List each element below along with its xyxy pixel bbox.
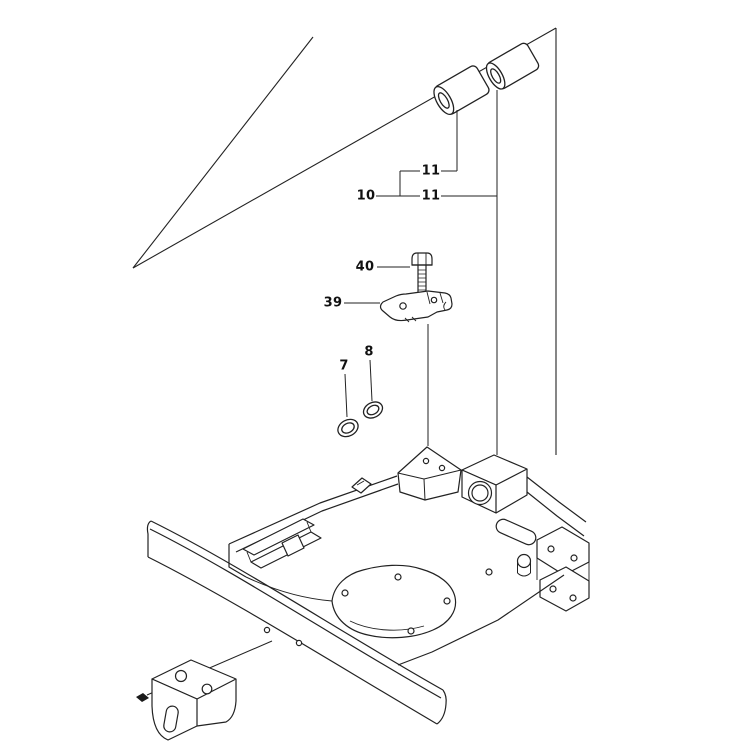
o-ring-8 xyxy=(362,401,384,419)
bushing-upper xyxy=(485,42,540,90)
frame-assembly xyxy=(146,446,590,725)
callout-11-lower: 11 xyxy=(421,188,441,204)
callout-leader-lines xyxy=(146,90,498,696)
detail-plane-lines xyxy=(132,27,557,455)
bracket-screw-icon xyxy=(136,693,149,702)
callout-40: 40 xyxy=(355,259,375,275)
o-ring-7 xyxy=(337,418,359,438)
callout-11-upper: 11 xyxy=(421,163,441,179)
mount-bracket-part xyxy=(136,659,237,741)
callout-10: 10 xyxy=(356,188,376,204)
clamp-plate-part xyxy=(379,290,453,323)
callout-8: 8 xyxy=(364,344,374,360)
bushing-lower xyxy=(433,65,490,116)
callout-7: 7 xyxy=(339,358,349,374)
callout-39: 39 xyxy=(323,295,343,311)
